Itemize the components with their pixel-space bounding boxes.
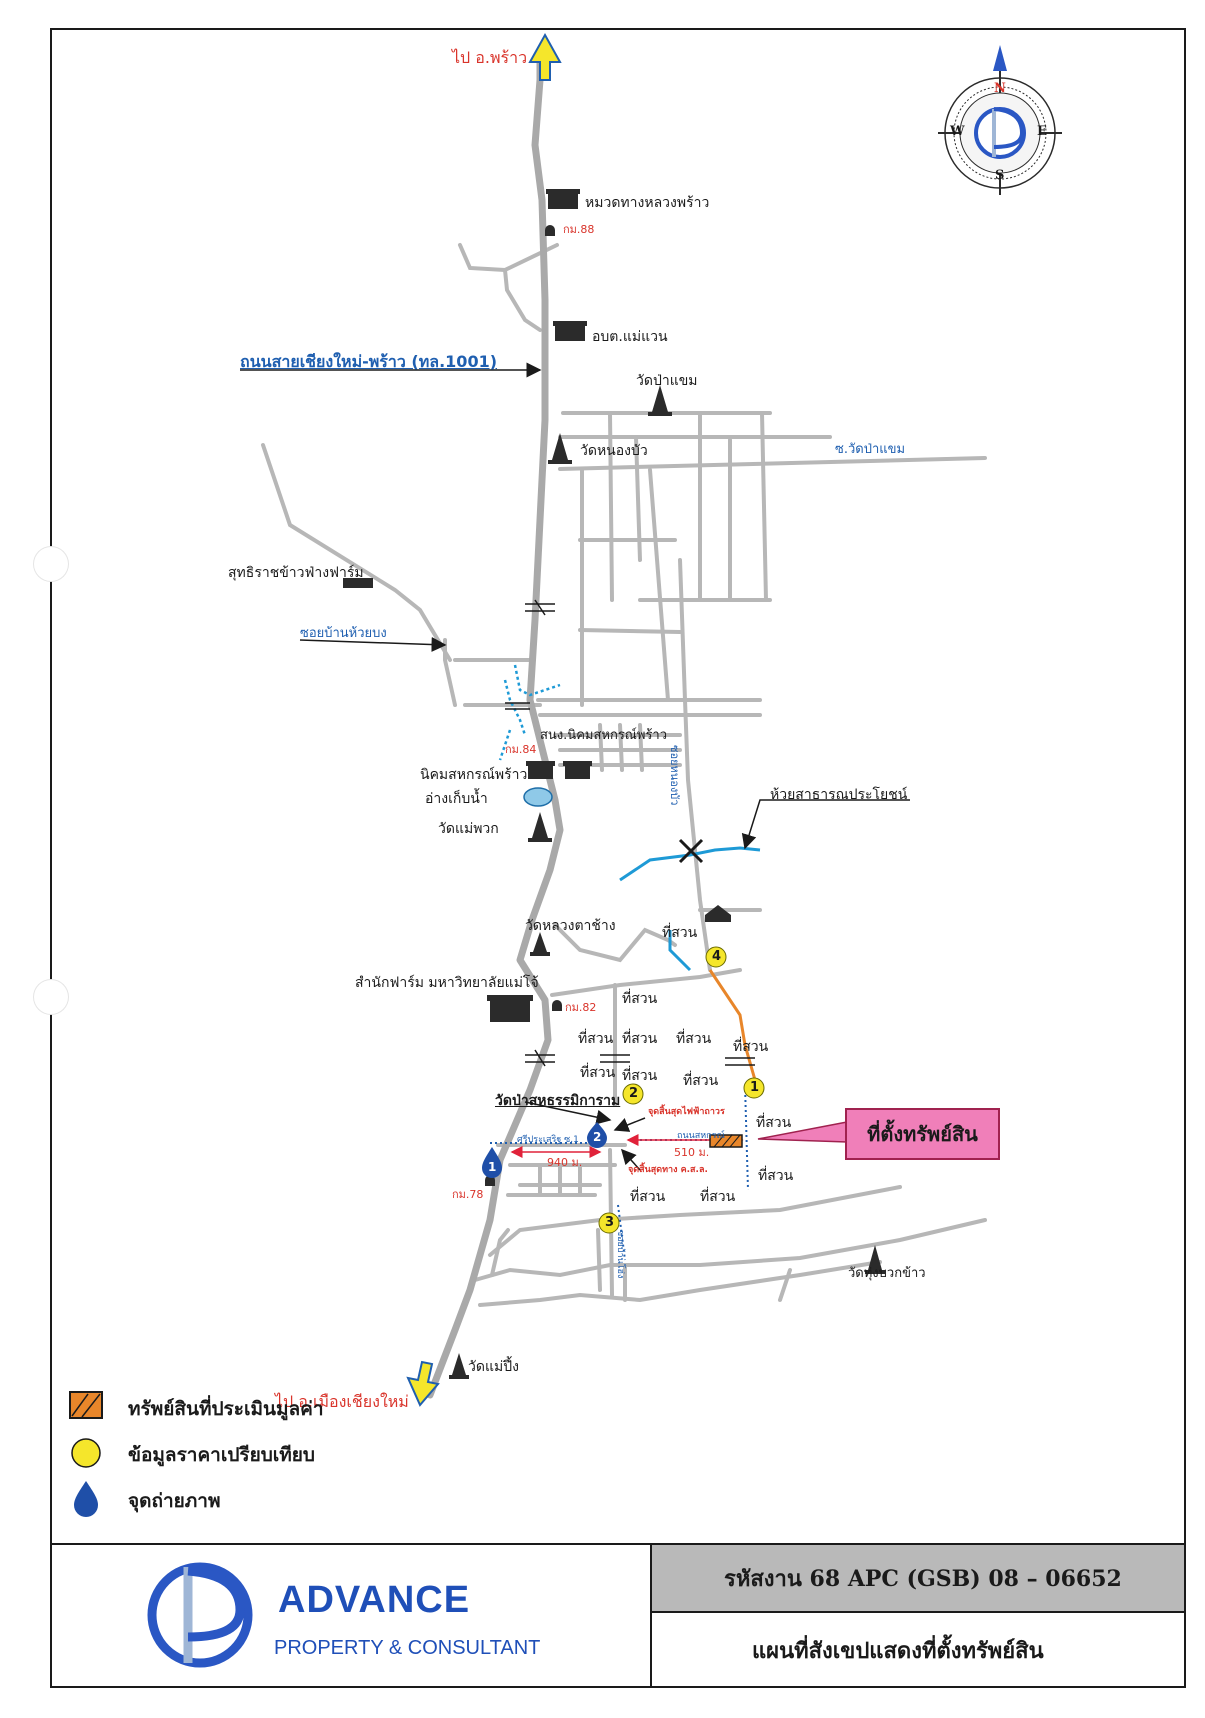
comparable-number: 3 [605,1215,615,1230]
job-code: รหัสงาน 68 APC (GSB) 08 – 06652 [724,1566,1122,1592]
photo-drop-icon [74,1481,98,1517]
wat-nong-bua-label: วัดหนองบัว [580,443,648,459]
orchard-label: ที่สวน [756,1115,792,1131]
comparable-circle-icon [71,1438,101,1468]
end-concrete-label: จุดสิ้นสุดทาง ค.ส.ล. [628,1165,708,1175]
coop-label: นิคมสหกรณ์พร้าว [420,767,528,783]
job-code-box: รหัสงาน 68 APC (GSB) 08 – 06652 [652,1545,1184,1613]
orchard-label: ที่สวน [700,1189,736,1205]
map-title: แผนที่สังเขปแสดงที่ตั้งทรัพย์สิน [752,1639,1044,1664]
direction-arrow-top-icon [528,32,562,81]
photo-point-number: 1 [488,1160,497,1174]
main-road-label: ถนนสายเชียงใหม่-พร้าว (ทล.1001) [240,352,498,371]
km78-label: กม.78 [452,1188,484,1201]
orchard-label: ที่สวน [683,1073,719,1089]
compass-w-label: W [950,124,965,139]
secondary-roads [261,243,987,1307]
road-bottom-label: ซอยบ้านโฮ่ง [615,1230,625,1279]
reservoir [523,787,553,807]
legend-label: จุดถ่ายภาพ [128,1490,221,1512]
comparable-markers [598,946,765,1234]
wat-thung-buak-khao-label: วัดทุ่งบวกข้าว [848,1266,926,1281]
soi-vertical-label: ซอยหนองบัว [668,745,681,806]
legend-label: ข้อมูลราคาเปรียบเทียบ [128,1444,315,1466]
reservoir-label: อ่างเก็บน้ำ [425,791,488,807]
comparable-number: 1 [750,1080,760,1095]
orchard-label: ที่สวน [580,1065,616,1081]
sriprasert-label: ศรีประเสริฐ ซ.1 [517,1135,579,1145]
orchard-label: ที่สวน [622,1031,658,1047]
legend-label: ทรัพย์สินที่ประเมินมูลค่า [128,1398,324,1420]
sao-label: อบต.แม่แวน [592,329,668,345]
compass-n-label: N [994,81,1006,96]
orchard-label: ที่สวน [622,991,658,1007]
wat-pa-sahatham-label: วัดป่าสหธรรมิการาม [495,1093,621,1109]
direction-bottom-label: ไป อ.เมืองเชียงใหม่ [275,1392,409,1411]
footer: ADVANCE PROPERTY & CONSULTANT รหัสงาน 68… [50,1543,1186,1688]
orange-road [708,969,757,1081]
orchard-label: ที่สวน [662,925,698,941]
property-parcel [709,1134,743,1148]
public-creek-label: ห้วยสาธารณประโยชน์ [770,787,908,803]
highway-office-label: หมวดทางหลวงพร้าว [585,195,710,211]
distance-510-label: 510 ม. [674,1146,710,1159]
rice-farm-label: สุทธิราชข้าวฟ่างฟาร์ม [228,565,364,581]
temple-icons [449,385,885,1379]
compass-e-label: E [1037,124,1047,139]
main-highway [426,51,564,1399]
company-logo-icon [147,1562,253,1668]
orchard-label: ที่สวน [758,1168,794,1184]
property-location-callout: ที่ตั้งทรัพย์สิน [845,1108,1000,1160]
wat-mae-pung-label: วัดแม่ปึ้ง [468,1359,519,1375]
photo-point-number: 2 [593,1130,602,1144]
orchard-label: ที่สวน [676,1031,712,1047]
direction-arrow-bottom-icon [406,1360,440,1407]
compass-icon [938,45,1062,195]
comparable-number: 2 [629,1086,639,1101]
orchard-label: ที่สวน [578,1031,614,1047]
photo-markers [482,1122,607,1178]
end-electric-label: จุดสิ้นสุดไฟฟ้าถาวร [648,1107,725,1117]
maejo-farm-label: สำนักฟาร์ม มหาวิทยาลัยแม่โจ้ [355,975,539,991]
brand-subtitle: PROPERTY & CONSULTANT [274,1637,541,1659]
km84-label: กม.84 [505,743,537,756]
map-title-box: แผนที่สังเขปแสดงที่ตั้งทรัพย์สิน [652,1613,1184,1688]
soi-wat-pa-khaem-label: ซ.วัดป่าแขม [835,442,906,457]
logo-box: ADVANCE PROPERTY & CONSULTANT [50,1545,652,1688]
bridge-markers [505,599,755,1067]
creek-crossing-icon [678,838,704,864]
orchard-label: ที่สวน [630,1189,666,1205]
punch-hole [34,980,68,1014]
coop-office-label: สนง.นิคมสหกรณ์พร้าว [540,728,668,743]
km82-label: กม.82 [565,1001,597,1014]
local-road-label: ถนนสหกรณ์ [677,1131,725,1141]
punch-hole [34,547,68,581]
compass-s-label: S [995,168,1005,183]
building-icons [343,189,731,1022]
property-swatch-icon [69,1391,103,1419]
wat-mae-phuak-label: วัดแม่พวก [438,821,499,837]
wat-luang-ta-chang-label: วัดหลวงตาช้าง [525,918,616,934]
soi-huai-bong-label: ซอยบ้านห้วยบง [300,626,387,641]
distance-940-label: 940 ม. [547,1156,583,1169]
comparable-number: 4 [712,949,722,964]
orchard-label: ที่สวน [622,1068,658,1084]
km88-label: กม.88 [563,223,595,236]
brand-name: ADVANCE [278,1579,471,1621]
orchard-label: ที่สวน [733,1039,769,1055]
direction-top-label: ไป อ.พร้าว [452,48,528,67]
wat-pa-khaem-label: วัดป่าแขม [636,373,698,389]
map-frame [50,28,1186,1688]
